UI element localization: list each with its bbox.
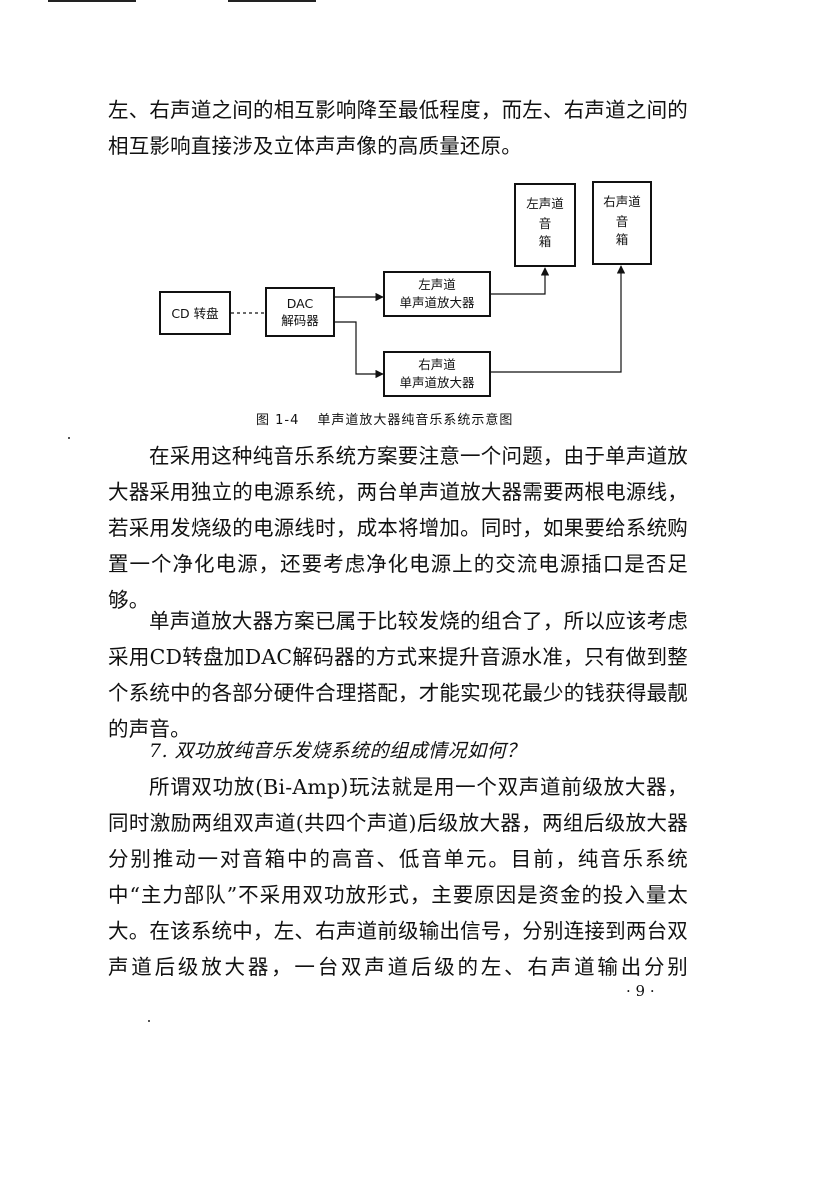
- dac-box: [265, 287, 335, 337]
- dac-label-line1: DAC: [287, 296, 314, 311]
- right-speaker-label-2: 音: [616, 214, 629, 229]
- scan-speck: [68, 437, 70, 439]
- figure-caption: 图 1-4 单声道放大器纯音乐系统示意图: [256, 409, 513, 428]
- left-speaker-box: [514, 183, 576, 267]
- system-diagram: CD 转盘 DAC 解码器 左声道 单声道放大器 右声道 单声道放大器 左声道 …: [159, 181, 652, 397]
- cd-transport-label: CD 转盘: [171, 306, 218, 321]
- right-speaker-label-1: 右声道: [603, 194, 641, 209]
- paragraph-2: 在采用这种纯音乐系统方案要注意一个问题，由于单声道放大器采用独立的电源系统，两台…: [108, 444, 688, 612]
- right-speaker-box: [592, 181, 652, 265]
- figure-caption-title: 单声道放大器纯音乐系统示意图: [317, 413, 514, 428]
- right-amp-label-line1: 右声道: [418, 357, 456, 372]
- page-number: · 9 ·: [626, 982, 655, 1000]
- cd-transport-box: [159, 291, 231, 335]
- right-speaker-label-3: 箱: [616, 232, 629, 247]
- right-amp-to-right-speaker-connector: [490, 265, 626, 373]
- dac-to-right-amp-connector: [334, 321, 384, 379]
- top-rule-left: [48, 0, 136, 2]
- top-rule-right: [228, 0, 316, 2]
- right-amp-box: [383, 351, 491, 397]
- right-amp-label-line2: 单声道放大器: [399, 375, 475, 390]
- left-amp-label-line2: 单声道放大器: [399, 295, 475, 310]
- section-heading: 7. 双功放纯音乐发烧系统的组成情况如何？: [149, 740, 526, 762]
- paragraph-3: 单声道放大器方案已属于比较发烧的组合了，所以应该考虑采用CD转盘加DAC解码器的…: [108, 609, 688, 741]
- paragraph-4: 所谓双功放(Bi-Amp)玩法就是用一个双声道前级放大器，同时激励两组双声道(共…: [108, 775, 688, 979]
- paragraph-1: 左、右声道之间的相互影响降至最低程度，而左、右声道之间的相互影响直接涉及立体声声…: [108, 98, 688, 158]
- left-speaker-label-3: 箱: [539, 234, 552, 249]
- left-speaker-label-2: 音: [539, 216, 552, 231]
- left-speaker-label-1: 左声道: [526, 196, 564, 211]
- scan-speck: [148, 1020, 150, 1022]
- left-amp-label-line1: 左声道: [418, 277, 456, 292]
- dac-label-line2: 解码器: [281, 313, 319, 328]
- left-amp-to-left-speaker-connector: [490, 267, 550, 295]
- figure-caption-label: 图 1-4: [256, 413, 300, 428]
